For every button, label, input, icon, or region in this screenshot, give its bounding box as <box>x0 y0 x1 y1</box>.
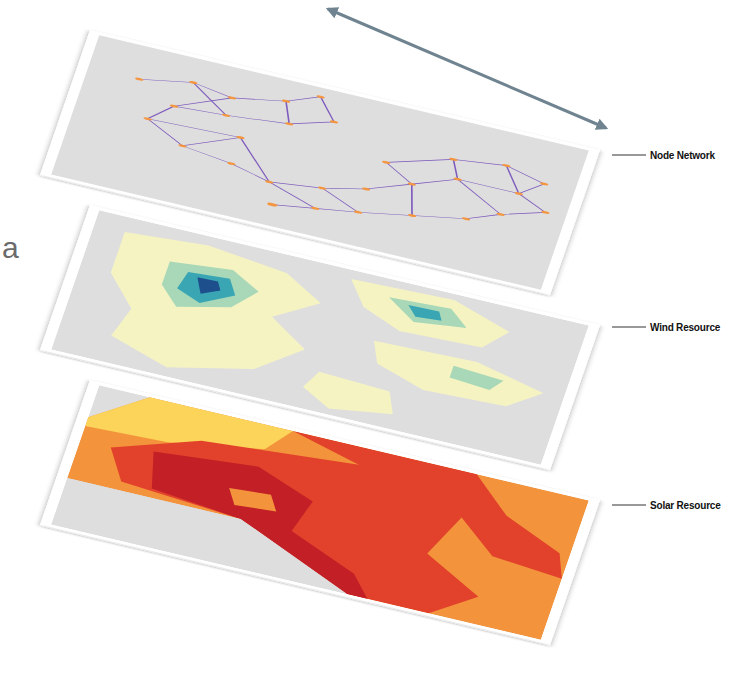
leader-lines <box>612 155 646 505</box>
layer-label: Solar Resource <box>650 500 721 511</box>
layer-label: Wind Resource <box>650 322 720 333</box>
slide-text-fragment: a <box>2 231 19 265</box>
network-layer <box>40 30 600 295</box>
layer-label: Node Network <box>650 150 715 161</box>
